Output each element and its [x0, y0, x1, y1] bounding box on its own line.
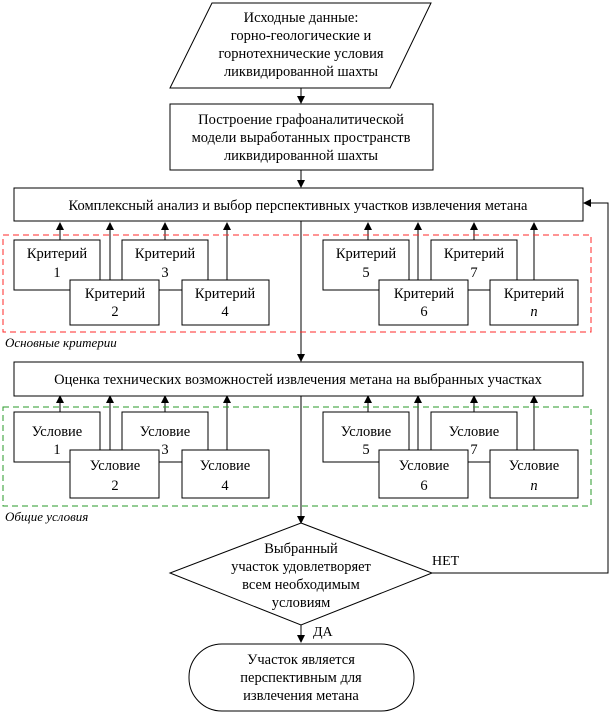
start-line-4: ликвидированной шахты: [224, 64, 378, 80]
criterion-4-num: 4: [221, 304, 229, 320]
conditions-caption: Общие условия: [5, 509, 88, 524]
criterion-box-4: Критерий 4: [181, 279, 270, 326]
evaluation-text: Оценка технических возможностей извлечен…: [54, 372, 542, 388]
criteria-caption: Основные критерии: [5, 335, 117, 350]
model-line-2: модели выработанных пространств: [192, 130, 411, 146]
decision-line-3: всем необходимым: [242, 577, 360, 593]
decision-line-1: Выбранный: [264, 541, 338, 557]
criterion-7-num: 7: [470, 265, 477, 281]
condition-4-num: 4: [221, 478, 229, 494]
condition-5-word: Условие: [341, 424, 392, 440]
evaluation-node: Оценка технических возможностей извлечен…: [13, 361, 584, 397]
condition-box-2: Условие 2: [69, 449, 160, 499]
condition-6-word: Условие: [399, 458, 450, 474]
criterion-1-word: Критерий: [27, 246, 87, 262]
condition-6-num: 6: [420, 478, 427, 494]
end-line-1: Участок является: [247, 652, 355, 668]
no-label: НЕТ: [432, 554, 460, 569]
criterion-5-num: 5: [362, 265, 369, 281]
condition-4-word: Условие: [200, 458, 251, 474]
condition-n-num: n: [530, 478, 537, 494]
criterion-3-word: Критерий: [135, 246, 195, 262]
condition-box-4: Условие 4: [181, 449, 270, 499]
criterion-2-num: 2: [111, 304, 118, 320]
criterion-box-2: Критерий 2: [69, 279, 160, 326]
condition-box-6: Условие 6: [378, 449, 469, 499]
condition-7-num: 7: [470, 442, 477, 458]
condition-n-word: Условие: [509, 458, 560, 474]
criterion-3-num: 3: [161, 265, 168, 281]
criterion-2-word: Критерий: [85, 286, 145, 302]
conditions-group-frame: [2, 406, 592, 507]
analysis-text: Комплексный анализ и выбор перспективных…: [69, 198, 528, 214]
criteria-group-frame: [2, 234, 592, 333]
criterion-n-word: Критерий: [504, 286, 564, 302]
condition-3-word: Условие: [140, 424, 191, 440]
criterion-1-num: 1: [53, 265, 60, 281]
criterion-box-n: Критерий n: [489, 279, 579, 326]
start-line-2: горно-геологические и: [231, 28, 372, 44]
start-line-1: Исходные данные:: [244, 10, 359, 26]
end-node: Участок является перспективным для извле…: [188, 643, 415, 712]
start-data-node: Исходные данные: горно-геологические и г…: [169, 2, 432, 89]
decision-line-4: условиям: [272, 595, 331, 611]
end-line-3: извлечения метана: [243, 688, 359, 704]
criterion-5-word: Критерий: [336, 246, 396, 262]
model-line-1: Построение графоаналитической: [198, 112, 404, 128]
end-line-2: перспективным для: [240, 670, 362, 686]
decision-line-2: участок удовлетворяет: [231, 559, 371, 575]
criterion-6-num: 6: [420, 304, 427, 320]
criterion-box-6: Критерий 6: [378, 279, 469, 326]
yes-label: ДА: [313, 625, 334, 640]
analysis-node: Комплексный анализ и выбор перспективных…: [13, 187, 584, 222]
condition-2-num: 2: [111, 478, 118, 494]
condition-7-word: Условие: [449, 424, 500, 440]
condition-1-num: 1: [53, 442, 60, 458]
condition-3-num: 3: [161, 442, 168, 458]
condition-1-word: Условие: [32, 424, 83, 440]
model-line-3: ликвидированной шахты: [224, 148, 378, 164]
connectors: [56, 88, 609, 643]
criterion-4-word: Критерий: [195, 286, 255, 302]
decision-node: Выбранный участок удовлетворяет всем нео…: [168, 522, 434, 626]
model-node: Построение графоаналитической модели выр…: [169, 103, 434, 171]
condition-5-num: 5: [362, 442, 369, 458]
criterion-n-num: n: [530, 304, 537, 320]
criterion-6-word: Критерий: [394, 286, 454, 302]
condition-box-n: Условие n: [489, 449, 579, 499]
criterion-7-word: Критерий: [444, 246, 504, 262]
condition-2-word: Условие: [90, 458, 141, 474]
start-line-3: горнотехнические условия: [218, 46, 383, 62]
